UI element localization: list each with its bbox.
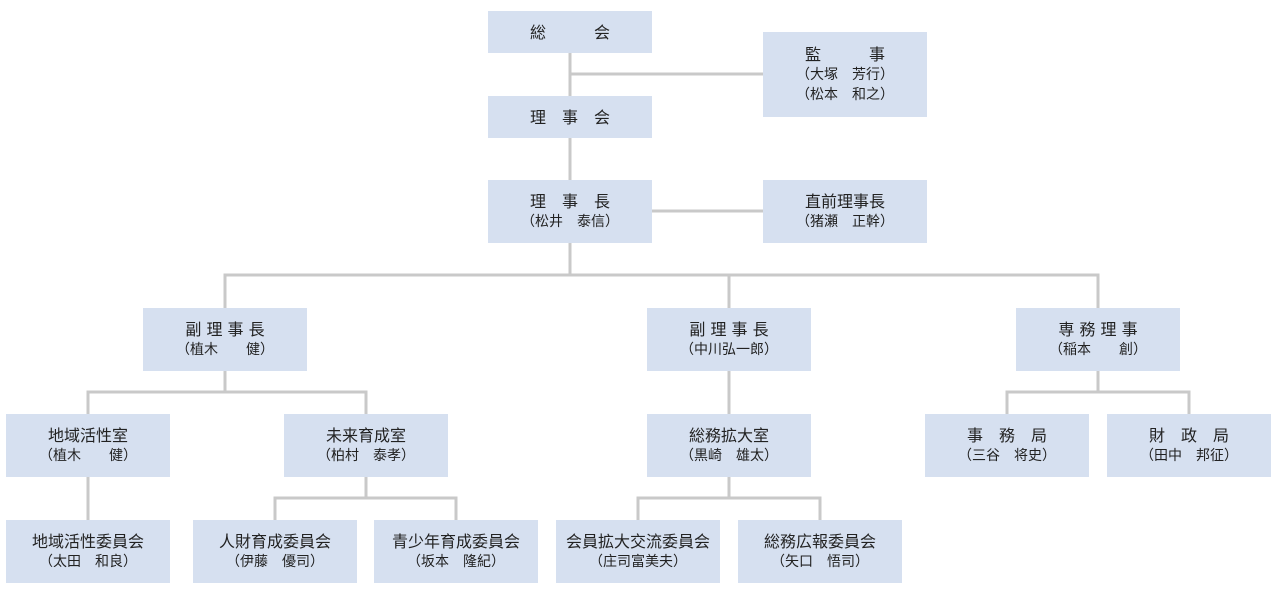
node-person-name: （三谷 将史） xyxy=(958,448,1056,464)
node-person-name: （中川弘一郎） xyxy=(680,342,778,358)
node-youth-development-committee: 青少年育成委員会 （坂本 隆紀） xyxy=(374,520,538,583)
node-person-name: （猪瀬 正幹） xyxy=(796,214,894,230)
node-regional-revitalization-office: 地域活性室 （植木 健） xyxy=(6,414,170,477)
node-title: 総務拡大室 xyxy=(688,426,769,445)
node-vice-president-1: 副 理 事 長 （植木 健） xyxy=(143,308,307,371)
node-title: 未来育成室 xyxy=(325,426,406,445)
node-title: 会員拡大交流委員会 xyxy=(565,532,710,551)
node-title: 人財育成委員会 xyxy=(218,532,331,551)
node-general-affairs-expansion-office: 総務拡大室 （黒崎 雄太） xyxy=(647,414,811,477)
node-title: 直前理事長 xyxy=(804,192,885,211)
node-title: 理 事 会 xyxy=(529,107,610,127)
node-person-name: （大塚 芳行） xyxy=(796,67,894,83)
node-public-relations-committee: 総務広報委員会 （矢口 悟司） xyxy=(738,520,902,583)
node-secretariat: 事 務 局 （三谷 将史） xyxy=(925,414,1089,477)
node-title: 専 務 理 事 xyxy=(1058,320,1138,339)
node-person-name: （坂本 隆紀） xyxy=(407,554,505,570)
node-title: 地域活性委員会 xyxy=(31,532,144,551)
node-president: 理 事 長 （松井 泰信） xyxy=(488,180,652,243)
node-title: 事 務 局 xyxy=(966,426,1047,445)
node-title: 地域活性室 xyxy=(47,426,128,445)
node-person-name: （太田 和良） xyxy=(39,554,137,570)
node-person-name: （松井 泰信） xyxy=(521,214,619,230)
node-person-name: （植木 健） xyxy=(39,448,137,464)
node-title: 青少年育成委員会 xyxy=(391,532,520,551)
node-title: 監 事 xyxy=(804,45,885,64)
node-title: 総務広報委員会 xyxy=(763,532,876,551)
node-title: 総 会 xyxy=(529,22,610,42)
node-executive-director: 専 務 理 事 （稲本 創） xyxy=(1016,308,1180,371)
node-title: 理 事 長 xyxy=(529,192,610,211)
node-title: 副 理 事 長 xyxy=(185,320,265,339)
node-person-name: （柏村 泰孝） xyxy=(317,448,415,464)
node-general-assembly: 総 会 xyxy=(488,11,652,53)
node-auditors: 監 事 （大塚 芳行） （松本 和之） xyxy=(763,32,927,117)
node-person-name: （松本 和之） xyxy=(796,87,894,103)
node-person-name: （伊藤 優司） xyxy=(226,554,324,570)
node-person-name: （庄司富美夫） xyxy=(589,554,687,570)
node-person-name: （植木 健） xyxy=(176,342,274,358)
node-title: 副 理 事 長 xyxy=(689,320,769,339)
node-finance-bureau: 財 政 局 （田中 邦征） xyxy=(1107,414,1271,477)
node-future-development-office: 未来育成室 （柏村 泰孝） xyxy=(284,414,448,477)
node-person-name: （田中 邦征） xyxy=(1140,448,1238,464)
node-vice-president-2: 副 理 事 長 （中川弘一郎） xyxy=(647,308,811,371)
node-board-of-directors: 理 事 会 xyxy=(488,96,652,138)
node-title: 財 政 局 xyxy=(1148,426,1229,445)
node-past-president: 直前理事長 （猪瀬 正幹） xyxy=(763,180,927,243)
node-talent-development-committee: 人財育成委員会 （伊藤 優司） xyxy=(193,520,357,583)
node-person-name: （矢口 悟司） xyxy=(771,554,869,570)
node-regional-revitalization-committee: 地域活性委員会 （太田 和良） xyxy=(6,520,170,583)
node-person-name: （黒崎 雄太） xyxy=(680,448,778,464)
node-person-name: （稲本 創） xyxy=(1049,342,1147,358)
node-membership-expansion-committee: 会員拡大交流委員会 （庄司富美夫） xyxy=(556,520,720,583)
